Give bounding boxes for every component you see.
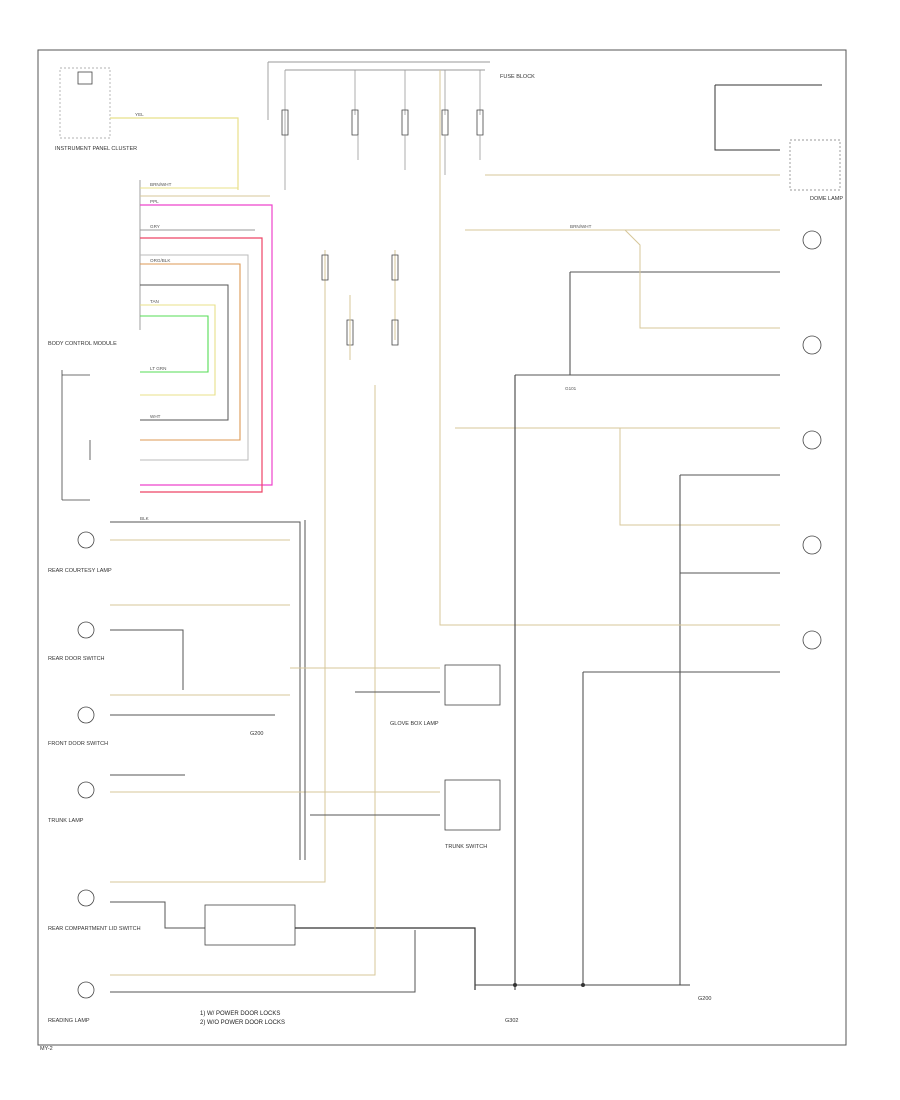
rear-compartment-lid-switch-contact <box>77 889 95 907</box>
page-ref: MY-2 <box>40 1046 53 1052</box>
rear-compartment-lid-switch: REAR COMPARTMENT LID SWITCH <box>48 295 476 990</box>
center-splices <box>304 250 399 860</box>
bcm-wire-5: TAN <box>150 299 159 304</box>
top-bus <box>267 61 490 190</box>
bcm-wire-4: ORG/BLK <box>150 258 171 263</box>
bcm-wire-6: LT GRN <box>150 366 166 371</box>
rear-courtesy-lamp-bulb <box>77 531 95 549</box>
right-lamp-4-bulb <box>802 535 822 555</box>
bcm-wire-3: GRY <box>150 224 160 229</box>
right-lamp-5-bulb <box>802 630 822 650</box>
right-lamp-1: BRN/WHT <box>465 224 822 375</box>
diode-module <box>204 904 296 946</box>
rear-courtesy-lamp: REAR COURTESY LAMP BLK <box>48 516 301 860</box>
right-lamp-4 <box>619 428 822 985</box>
right-lamp-3 <box>455 427 822 476</box>
right-lamp-2-bulb <box>802 335 822 355</box>
dome-lamp-label: DOME LAMP <box>810 196 843 202</box>
ipc-label: INSTRUMENT PANEL CLUSTER <box>55 146 137 152</box>
ground-bus: G302 G200 <box>475 375 711 1024</box>
fds-ground: G200 <box>250 731 263 737</box>
reading-lamp: READING LAMP <box>48 385 416 1024</box>
rear-door-switch: REAR DOOR SWITCH <box>48 604 290 690</box>
front-door-switch-contact <box>77 706 95 724</box>
note-1: 1) W/ POWER DOOR LOCKS <box>200 1011 280 1017</box>
trunk-switch-label: TRUNK SWITCH <box>445 844 487 850</box>
bcm-wire-1: BRN/WHT <box>150 182 172 187</box>
right-lamp-5 <box>439 70 822 985</box>
front-door-switch-label: FRONT DOOR SWITCH <box>48 741 108 747</box>
trunk-lamp-label: TRUNK LAMP <box>48 818 84 824</box>
glove-box-lamp: GLOVE BOX LAMP <box>290 664 501 727</box>
front-door-switch: FRONT DOOR SWITCH G200 <box>48 694 290 747</box>
ipc-wire-label: YEL <box>135 112 144 117</box>
rear-door-switch-contact <box>77 621 95 639</box>
diagram-border <box>37 49 847 1046</box>
right-lamp-2: G101 <box>515 229 822 391</box>
trunk-lamp-bulb <box>77 781 95 799</box>
rl2-ground: G101 <box>565 386 577 391</box>
rl1-wire: BRN/WHT <box>570 224 592 229</box>
fuse-block: FUSE BLOCK <box>281 74 535 175</box>
reading-lamp-bulb <box>77 981 95 999</box>
bcm-wire-2: PPL <box>150 199 159 204</box>
ground-g302: G302 <box>505 1018 518 1024</box>
bcm-wire-7: WHT <box>150 414 161 419</box>
ipc-box <box>59 67 111 139</box>
notes: 1) W/ POWER DOOR LOCKS 2) W/O POWER DOOR… <box>200 1011 285 1026</box>
glove-box-lamp-label: GLOVE BOX LAMP <box>390 721 439 727</box>
note-2: 2) W/O POWER DOOR LOCKS <box>200 1020 285 1026</box>
bcm-label: BODY CONTROL MODULE <box>48 341 117 347</box>
ground-g200-right: G200 <box>698 996 711 1002</box>
body-control-module: BODY CONTROL MODULE BRN/WHT PPL GRY ORG/… <box>48 180 273 501</box>
instrument-panel-cluster: INSTRUMENT PANEL CLUSTER YEL <box>55 67 239 190</box>
rcl-wire-1: BLK <box>140 516 150 521</box>
rear-courtesy-lamp-label: REAR COURTESY LAMP <box>48 568 112 574</box>
trunk-lamp: TRUNK LAMP <box>48 774 440 824</box>
rear-door-switch-label: REAR DOOR SWITCH <box>48 656 105 662</box>
reading-lamp-label: READING LAMP <box>48 1018 90 1024</box>
right-lamp-1-bulb <box>802 230 822 250</box>
glove-box-lamp-box <box>444 664 501 706</box>
fuse-block-label: FUSE BLOCK <box>500 74 535 80</box>
trunk-switch: TRUNK SWITCH <box>310 779 501 850</box>
trunk-switch-box <box>444 779 501 831</box>
ipc-lamp <box>77 71 93 85</box>
ground-splice-2 <box>581 983 585 987</box>
right-lamp-3-bulb <box>802 430 822 450</box>
dome-lamp: DOME LAMP <box>485 84 843 202</box>
rear-compartment-lid-switch-label: REAR COMPARTMENT LID SWITCH <box>48 926 141 932</box>
ground-splice-1 <box>513 983 517 987</box>
dome-lamp-box <box>789 139 841 191</box>
